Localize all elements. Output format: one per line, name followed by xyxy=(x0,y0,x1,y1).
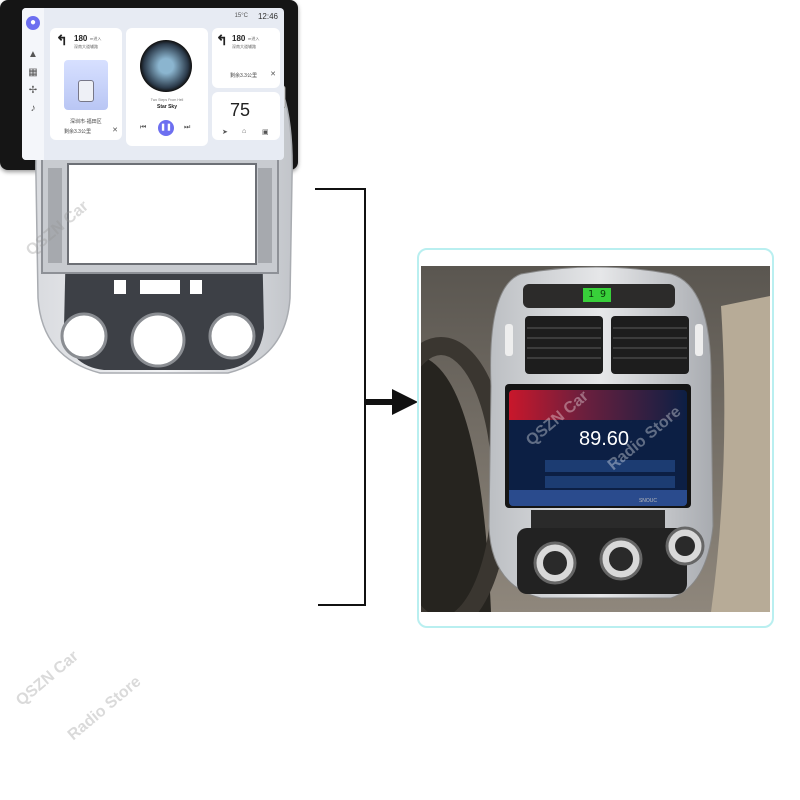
pause-button[interactable]: ❚❚ xyxy=(158,120,174,136)
nav-distance-unit: m进入 xyxy=(90,36,102,41)
nav-card-2[interactable]: ↰ 180 m进入 深南大道辅路 剩余3.3公里 ✕ xyxy=(212,28,280,88)
nav-lane-note: 剩余3.3公里 xyxy=(64,129,91,135)
music-title: Star Sky xyxy=(156,104,177,110)
status-temp: 15°C xyxy=(234,13,248,19)
turn-arrow-icon: ↰ xyxy=(56,32,68,48)
connector-top xyxy=(315,188,365,190)
speed-value: 75 xyxy=(230,100,251,120)
car-icon xyxy=(78,80,94,102)
close-icon[interactable]: ✕ xyxy=(112,127,118,134)
nav2-distance-unit: m进入 xyxy=(248,36,260,41)
turn-arrow-icon: ↰ xyxy=(216,32,228,48)
connector-arrow-shaft xyxy=(366,399,394,405)
music-card[interactable]: Two Steps From Hell Star Sky ⏮ ❚❚ ⏭ xyxy=(126,28,208,146)
watermark-1: QSZN Car xyxy=(13,647,82,710)
status-bar: 15°C 12:46 xyxy=(44,8,284,26)
side-dock: ● ▲ ▦ ✢ ♪ xyxy=(22,8,44,160)
fan-icon[interactable]: ✢ xyxy=(28,85,38,96)
next-icon[interactable]: ⏭ xyxy=(184,124,191,131)
connector-bottom xyxy=(318,604,366,606)
installed-photo xyxy=(421,266,770,612)
nav-road: 深南大道辅路 xyxy=(74,44,98,49)
navigation-icon[interactable]: ➤ xyxy=(222,129,228,136)
close-icon[interactable]: ✕ xyxy=(270,71,276,78)
watermark-2: Radio Store xyxy=(64,673,145,744)
status-time: 12:46 xyxy=(257,12,278,21)
nav2-note: 剩余3.3公里 xyxy=(230,73,257,79)
briefcase-icon[interactable]: ▣ xyxy=(262,129,269,136)
arrow-right-icon xyxy=(392,389,418,415)
nav-card[interactable]: ↰ 180 m进入 深南大道辅路 深圳市·福田区 剩余3.3公里 ✕ xyxy=(50,28,122,140)
grid-icon[interactable]: ▦ xyxy=(28,67,38,78)
prev-icon[interactable]: ⏮ xyxy=(140,124,147,131)
speed-card: 75 ➤ ⌂ ▣ xyxy=(212,92,280,140)
nav-bottom-label: 深圳市·福田区 xyxy=(70,119,102,125)
music-icon[interactable]: ♪ xyxy=(30,103,36,114)
nav2-distance: 180 xyxy=(232,34,246,43)
home-icon[interactable]: ⌂ xyxy=(242,128,247,135)
location-icon[interactable]: ▲ xyxy=(28,49,38,60)
unit-screen: ● ▲ ▦ ✢ ♪ 15°C 12:46 ↰ 180 m进入 深南大道辅路 深圳… xyxy=(22,8,284,160)
connector-vertical xyxy=(364,188,366,606)
assistant-icon[interactable]: ● xyxy=(26,16,40,30)
music-artist: Two Steps From Hell xyxy=(150,98,184,102)
nav-distance: 180 xyxy=(74,34,88,43)
nav2-road: 深南大道辅路 xyxy=(232,44,256,49)
radio-unit: ● ▲ ▦ ✢ ♪ 15°C 12:46 ↰ 180 m进入 深南大道辅路 深圳… xyxy=(0,0,298,170)
album-art xyxy=(140,40,192,92)
